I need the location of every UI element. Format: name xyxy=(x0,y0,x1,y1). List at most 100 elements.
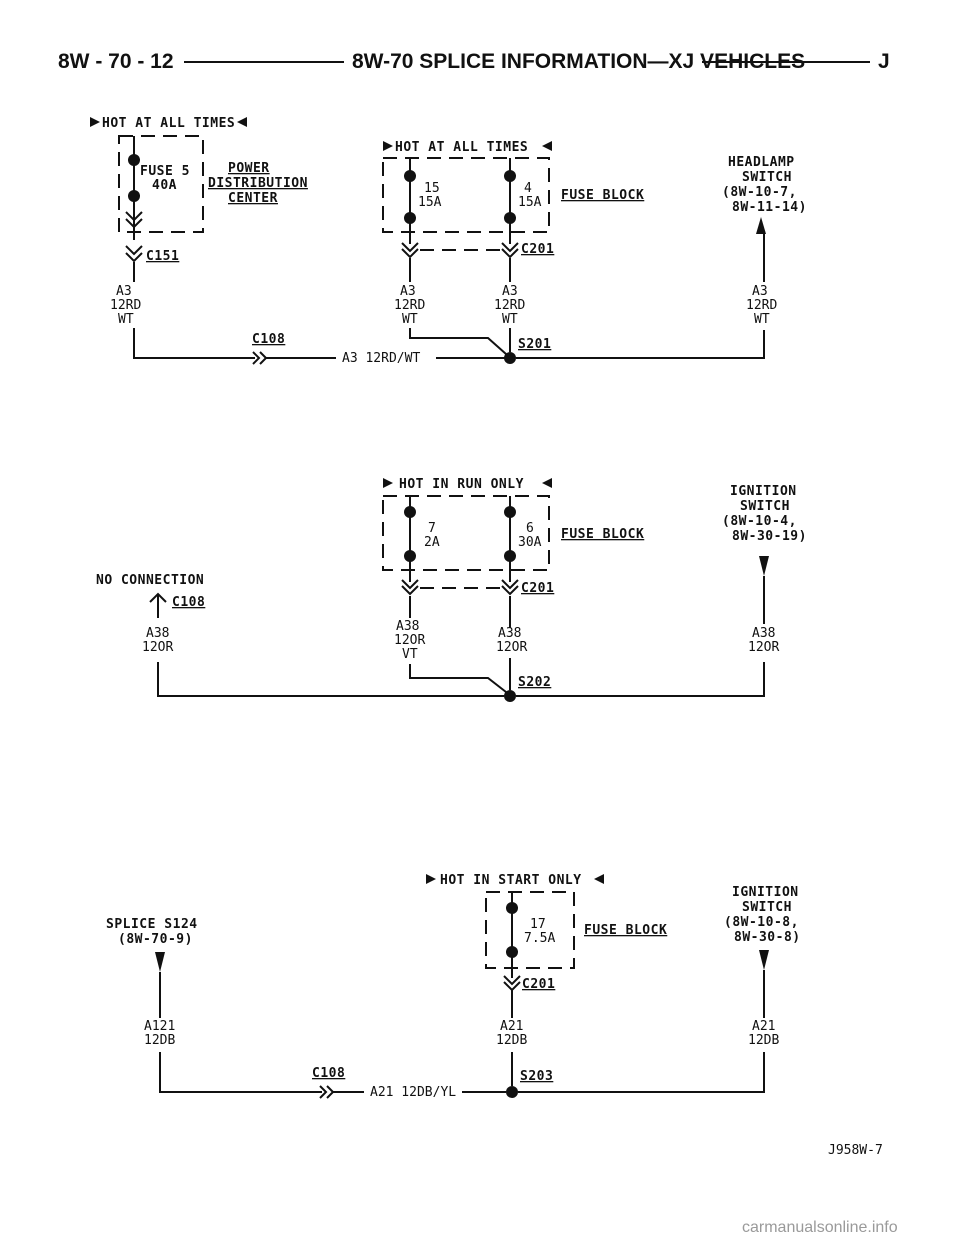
mid-wire-a-code: A3 xyxy=(400,284,416,299)
fuse6-rating: 30A xyxy=(518,535,542,550)
splice-s203-label: S203 xyxy=(520,1069,553,1084)
right-wire-return-start xyxy=(518,1052,765,1093)
section-hot-in-run-only: HOT IN RUN ONLY 7 2A 6 30A FUSE BLOCK C2… xyxy=(96,477,807,702)
mid-wire-b-gauge: 12RD xyxy=(494,298,525,313)
c201-connector-left-run xyxy=(401,579,419,596)
figure-id: J958W-7 xyxy=(828,1143,883,1158)
right-wire-code-run: A38 xyxy=(752,626,775,641)
fuse-block-box xyxy=(382,157,550,233)
right-wire-gauge-run: 12OR xyxy=(748,640,779,655)
mid-wire-b-tracer: WT xyxy=(502,312,518,327)
pdc-hot-label: HOT AT ALL TIMES xyxy=(102,116,235,131)
page-title: 8W-70 SPLICE INFORMATION—XJ VEHICLES xyxy=(352,50,805,73)
mid-wire-b-gauge-run: 12OR xyxy=(496,640,527,655)
right-wire-gauge-start: 12DB xyxy=(748,1033,779,1048)
page-header: 8W - 70 - 12 8W-70 SPLICE INFORMATION—XJ… xyxy=(58,50,890,73)
fuse-block-hot-label: HOT AT ALL TIMES xyxy=(395,140,528,155)
right-wire-gauge: 12RD xyxy=(746,298,777,313)
left-wire-tracer: WT xyxy=(118,312,134,327)
ign-switch-label-4: 8W-30-19) xyxy=(732,529,807,544)
fuse5-terminal-bottom xyxy=(128,190,140,202)
left-wire-code: A3 xyxy=(116,284,132,299)
fuse4-number: 4 xyxy=(524,181,532,196)
left-wire-gauge: 12RD xyxy=(110,298,141,313)
arrow-left-icon xyxy=(237,117,247,127)
ign-switch-label-3: (8W-10-4, xyxy=(722,514,797,529)
fuse-block-box-start xyxy=(485,891,575,969)
arrow-right-icon xyxy=(426,874,436,884)
c108-label: C108 xyxy=(252,332,285,347)
mid-wire-a-tracer: WT xyxy=(402,312,418,327)
fuse15-rating: 15A xyxy=(418,195,442,210)
mid-wire-a-code-run: A38 xyxy=(396,619,419,634)
left-wire-return xyxy=(133,328,255,359)
section-hot-at-all-times: HOT AT ALL TIMES FUSE 5 40A POWER DISTRI… xyxy=(90,116,806,366)
fuse17-terminal-bottom xyxy=(506,946,518,958)
left-wire-gauge-start: 12DB xyxy=(144,1033,175,1048)
right-wire-code-start: A21 xyxy=(752,1019,775,1034)
fuse15-terminal-top xyxy=(404,170,416,182)
no-connection-label: NO CONNECTION xyxy=(96,573,204,588)
mid-wire-a-bottom xyxy=(409,328,507,355)
fuse17-rating: 7.5A xyxy=(524,931,555,946)
left-wire-code-start: A121 xyxy=(144,1019,175,1034)
splice-s202-label: S202 xyxy=(518,675,551,690)
switch-label-3: (8W-10-7, xyxy=(722,185,797,200)
fuse-block-label-start: FUSE BLOCK xyxy=(584,923,667,938)
c201-connector-right-run xyxy=(501,579,519,596)
fuse-block-label-run: FUSE BLOCK xyxy=(561,527,644,542)
ign-switch-start-label-3: (8W-10-8, xyxy=(724,915,799,930)
arrow-down-icon xyxy=(759,950,769,970)
ign-switch-label-2: SWITCH xyxy=(740,499,790,514)
arrow-down-icon xyxy=(759,556,769,576)
fuse7-rating: 2A xyxy=(424,535,440,550)
ign-switch-label-1: IGNITION xyxy=(730,484,797,499)
c201-label: C201 xyxy=(521,242,554,257)
mid-wire-a-gauge-run: 12OR xyxy=(394,633,425,648)
c151-connector-chevron xyxy=(125,245,143,263)
arrow-left-icon xyxy=(542,141,552,151)
pdc-label-3: CENTER xyxy=(228,191,278,206)
arrow-right-icon xyxy=(383,478,393,488)
section-hot-in-start-only: HOT IN START ONLY 17 7.5A FUSE BLOCK C20… xyxy=(106,873,800,1100)
fuse15-terminal-bottom xyxy=(404,212,416,224)
start-hot-label: HOT IN START ONLY xyxy=(440,873,582,888)
pdc-label-2: DISTRIBUTION xyxy=(208,176,308,191)
arrow-right-icon xyxy=(90,117,100,127)
c151-label: C151 xyxy=(146,249,179,264)
splice-ref-label-1: SPLICE S124 xyxy=(106,917,198,932)
right-wire-tracer: WT xyxy=(754,312,770,327)
left-wire-return-start xyxy=(159,1052,322,1093)
fuse6-terminal-top xyxy=(504,506,516,518)
page-header-right: J xyxy=(878,50,890,73)
c108-label-start: C108 xyxy=(312,1066,345,1081)
fuse7-terminal-top xyxy=(404,506,416,518)
mid-wire-a-bottom-run xyxy=(409,664,507,693)
c201-connector-start xyxy=(503,975,521,992)
c201-label-start: C201 xyxy=(522,977,555,992)
fuse5-name: FUSE 5 xyxy=(140,164,190,179)
left-wire-return-run xyxy=(157,662,504,697)
pdc-box xyxy=(118,135,204,233)
arrow-up-icon xyxy=(756,217,766,234)
arrow-down-icon xyxy=(155,952,165,972)
watermark: carmanualsonline.info xyxy=(742,1219,898,1236)
left-wire-gauge-run: 12OR xyxy=(142,640,173,655)
ign-switch-start-label-1: IGNITION xyxy=(732,885,799,900)
mid-wire-b-code: A3 xyxy=(502,284,518,299)
page-number: 8W - 70 - 12 xyxy=(58,50,174,73)
arrow-left-icon xyxy=(594,874,604,884)
fuse-block-box-run xyxy=(382,495,550,571)
fuse17-number: 17 xyxy=(530,917,546,932)
mid-wire-gauge-start: 12DB xyxy=(496,1033,527,1048)
fuse7-number: 7 xyxy=(428,521,436,536)
fuse15-number: 15 xyxy=(424,181,440,196)
right-wire-return xyxy=(516,330,765,359)
arrow-right-icon xyxy=(383,141,393,151)
c201-label-run: C201 xyxy=(521,581,554,596)
c108-label-run: C108 xyxy=(172,595,205,610)
run-hot-label: HOT IN RUN ONLY xyxy=(399,477,524,492)
fuse4-terminal-bottom xyxy=(504,212,516,224)
fuse6-number: 6 xyxy=(526,521,534,536)
